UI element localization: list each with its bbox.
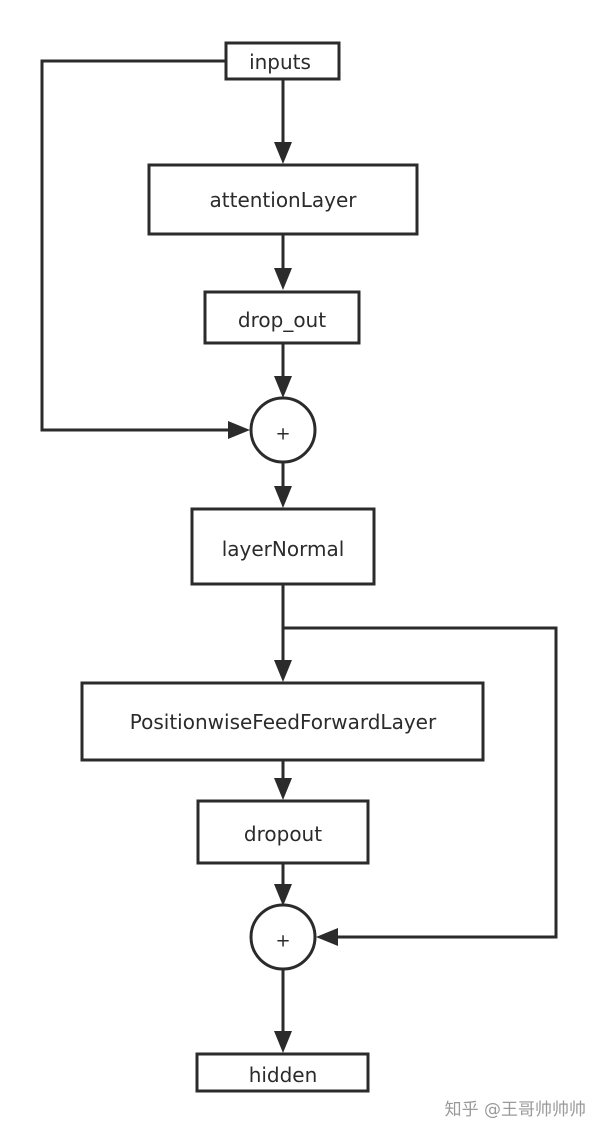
node-dropout: dropout bbox=[196, 799, 370, 865]
node-drop-out-box bbox=[203, 290, 361, 345]
node-ffn: PositionwiseFeedForwardLayer bbox=[80, 681, 485, 762]
node-drop-out: drop_out bbox=[203, 290, 361, 345]
arrowhead-add2-right bbox=[316, 928, 338, 946]
node-layer-normal: layerNormal bbox=[190, 507, 376, 586]
node-add-2-circle bbox=[249, 903, 317, 971]
node-hidden: hidden bbox=[195, 1052, 370, 1093]
node-add-2: + bbox=[249, 903, 317, 971]
node-inputs-box bbox=[224, 41, 341, 81]
node-hidden-box bbox=[195, 1052, 370, 1093]
node-add-2-label: + bbox=[275, 931, 290, 952]
node-attention-layer-label: attentionLayer bbox=[210, 188, 358, 212]
watermark: 知乎 @王哥帅帅帅 bbox=[444, 1100, 586, 1120]
node-add-1-label: + bbox=[275, 424, 290, 445]
node-add-1: + bbox=[249, 396, 317, 464]
node-hidden-label: hidden bbox=[249, 1063, 318, 1087]
arrowhead-ffn bbox=[274, 660, 292, 682]
arrowhead-layernorm bbox=[274, 486, 292, 508]
node-ffn-label: PositionwiseFeedForwardLayer bbox=[130, 710, 437, 734]
edge-residual-1 bbox=[40, 59, 232, 432]
node-inputs-label: inputs bbox=[249, 50, 311, 74]
edge-residual-2 bbox=[283, 626, 558, 939]
arrowhead-hidden bbox=[274, 1031, 292, 1053]
node-ffn-box bbox=[80, 681, 485, 762]
arrowhead-dropout1 bbox=[274, 268, 292, 290]
node-drop-out-label: drop_out bbox=[238, 308, 326, 332]
node-attention-layer-box bbox=[147, 163, 419, 236]
arrowhead-add1-left bbox=[228, 421, 250, 439]
node-inputs: inputs bbox=[224, 41, 341, 81]
node-attention-layer: attentionLayer bbox=[147, 163, 419, 236]
arrowhead-dropout2 bbox=[274, 778, 292, 800]
node-layer-normal-label: layerNormal bbox=[222, 537, 345, 561]
node-dropout-label: dropout bbox=[244, 822, 322, 846]
node-dropout-box bbox=[196, 799, 370, 865]
node-layer-normal-box bbox=[190, 507, 376, 586]
edges bbox=[40, 59, 558, 1053]
node-add-1-circle bbox=[249, 396, 317, 464]
arrowhead-add1-top bbox=[274, 376, 292, 398]
arrowhead-attention bbox=[274, 142, 292, 164]
arrowhead-add2-top bbox=[274, 884, 292, 906]
